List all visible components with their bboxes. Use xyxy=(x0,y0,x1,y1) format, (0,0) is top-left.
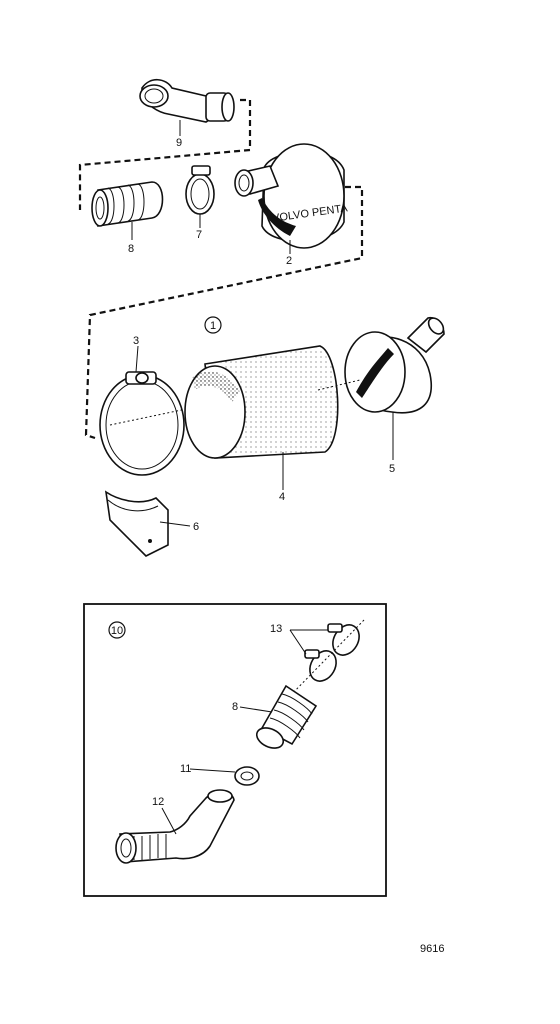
svg-text:1: 1 xyxy=(210,320,216,332)
inset-frame xyxy=(83,603,387,897)
part-label-5: 5 xyxy=(389,463,395,475)
part-label-6: 6 xyxy=(193,521,199,533)
part-label-inset-8: 8 xyxy=(232,701,238,713)
assembly-circle-10: 10 xyxy=(108,621,126,639)
assembly-bracket-line xyxy=(84,185,364,440)
assembly-bracket-line xyxy=(78,98,252,210)
inset-clamps-part-13 xyxy=(285,619,365,701)
part-label-2: 2 xyxy=(286,255,292,267)
part-label-4: 4 xyxy=(279,491,285,503)
drawing-number: 9616 xyxy=(420,943,444,955)
svg-text:10: 10 xyxy=(111,625,123,637)
filter-housing-part-2: VOLVO PENTA xyxy=(234,143,349,254)
corrugated-hose-part-8 xyxy=(91,181,164,240)
part-label-3: 3 xyxy=(133,335,139,347)
end-cover-part-5 xyxy=(317,316,445,460)
filter-element-part-4 xyxy=(184,345,339,490)
band-clamp-part-3 xyxy=(99,345,211,476)
part-label-13: 13 xyxy=(270,623,282,635)
assembly-circle-1: 1 xyxy=(204,316,222,334)
hose-clamp-part-7 xyxy=(185,165,215,228)
part-label-12: 12 xyxy=(152,796,164,808)
bent-pipe-part-9 xyxy=(139,78,235,136)
inset-elbow-part-12 xyxy=(115,789,235,864)
inset-nut-part-11 xyxy=(189,766,260,786)
part-label-7: 7 xyxy=(196,229,202,241)
part-label-11: 11 xyxy=(180,763,191,775)
inset-hose-part-8 xyxy=(239,684,318,749)
bracket-part-6 xyxy=(104,490,191,557)
part-label-9: 9 xyxy=(176,137,182,149)
part-label-8: 8 xyxy=(128,243,134,255)
